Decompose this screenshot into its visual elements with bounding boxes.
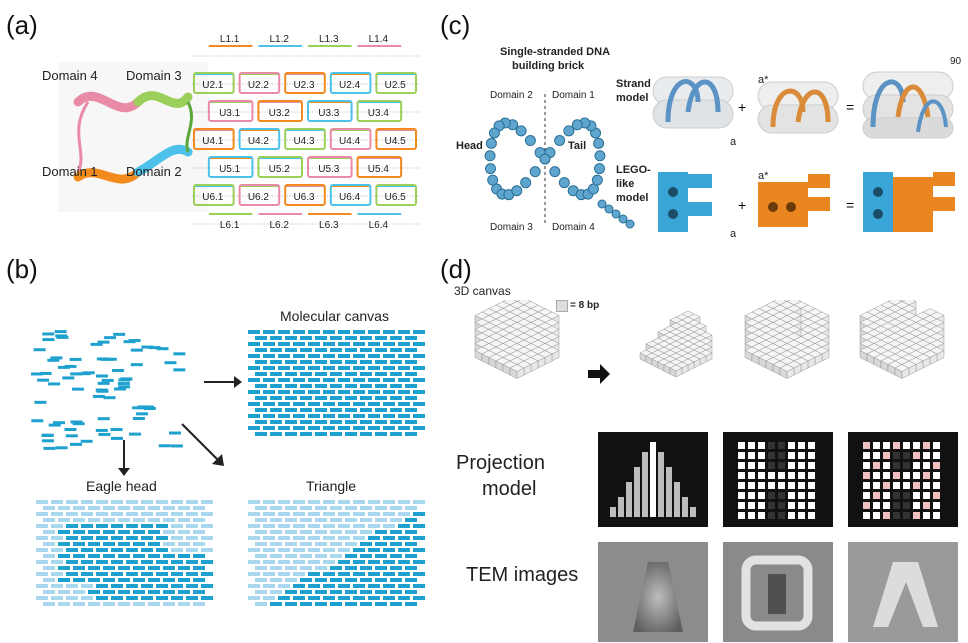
projection-models	[598, 432, 958, 527]
strand-label: L6.2	[269, 220, 289, 231]
strand-label: L6.1	[220, 220, 240, 231]
plus-sign-2: +	[738, 197, 746, 213]
3d-canvas-shapes	[474, 300, 945, 384]
tem-image-3	[848, 542, 958, 642]
brick-domain-2: Domain 2	[490, 90, 533, 101]
strand-label: U4.1	[202, 136, 224, 147]
strand-label: U5.1	[219, 164, 241, 175]
lego-model-label-2: like	[616, 178, 635, 190]
strand-and-lego-models: + = +	[652, 71, 955, 232]
strand-label: U2.4	[339, 80, 361, 91]
molecular-canvas	[248, 330, 425, 436]
tem-images	[598, 542, 958, 642]
equals-sign-2: =	[846, 197, 854, 213]
strand-label: U4.3	[293, 136, 315, 147]
strand-label: L1.4	[369, 34, 389, 45]
arrow-down	[118, 440, 130, 476]
tem-label: TEM images	[466, 564, 579, 586]
panel-a: Domain 4 Domain 3 Domain 1 Domain 2 L1.1…	[36, 32, 436, 242]
strand-model-a	[652, 76, 734, 129]
domain-1-label: Domain 1	[42, 164, 98, 179]
strand-label: L1.1	[220, 34, 240, 45]
panel-b-label: (b)	[6, 254, 38, 284]
domain-3-label: Domain 3	[126, 68, 182, 83]
strand-label: L6.3	[319, 220, 339, 231]
triangle-pattern	[248, 500, 425, 606]
strand-label: U4.4	[339, 136, 361, 147]
strand-model-label-2: model	[616, 92, 649, 104]
lego-model-label-1: LEGO-	[616, 164, 651, 176]
strand-label: U6.4	[339, 192, 361, 203]
tem-image-1	[598, 542, 708, 642]
strand-a-star-label: a*	[758, 74, 769, 86]
triangle-label: Triangle	[306, 478, 357, 494]
strand-label: U2.1	[202, 80, 224, 91]
random-bricks	[31, 330, 186, 450]
molecular-canvas-label: Molecular canvas	[280, 308, 389, 324]
strand-label: L1.2	[269, 34, 289, 45]
strand-label: U6.2	[248, 192, 270, 203]
strand-label: L6.4	[369, 220, 389, 231]
equals-sign-1: =	[846, 99, 854, 115]
lego-model-label-3: model	[616, 192, 649, 204]
strand-model-a-star	[757, 81, 839, 134]
brick-domain-4: Domain 4	[552, 222, 595, 233]
brick-tail-label: Tail	[568, 140, 587, 152]
lego-brick-orange	[758, 174, 830, 227]
projection-label-2: model	[482, 478, 537, 500]
strand-label: U3.2	[269, 108, 291, 119]
projection-label-1: Projection	[456, 452, 545, 474]
rotation-angle-label: 90	[950, 56, 962, 67]
strand-label: U2.3	[293, 80, 315, 91]
brick-strand-map: L1.1 L1.2 L1.3 L1.4U2.1 U2.2 U2.3 U2.4 U2.5U3.1…	[192, 34, 420, 231]
brick-domain-3: Domain 3	[490, 222, 533, 233]
strand-label: U2.5	[385, 80, 407, 91]
lego-a-label: a	[730, 228, 737, 240]
brick-title-line1: Single-stranded DNA	[500, 46, 611, 58]
arrow-diagonal	[181, 423, 224, 466]
lego-combined	[863, 172, 955, 232]
strand-label: U3.4	[368, 108, 390, 119]
strand-label: U6.3	[293, 192, 315, 203]
brick-domain-1: Domain 1	[552, 90, 595, 101]
eagle-head-pattern	[36, 500, 213, 606]
brick-title-line2: building brick	[512, 60, 585, 72]
domain-4-label: Domain 4	[42, 68, 98, 83]
eagle-head-label: Eagle head	[86, 478, 157, 494]
panel-c: Single-stranded DNA building brick Domai…	[440, 32, 968, 242]
panel-d: 3D canvas = 8 bp Projection model TEM im…	[440, 280, 968, 643]
strand-label: L1.3	[319, 34, 339, 45]
domain-2-label: Domain 2	[126, 164, 182, 179]
plus-sign-1: +	[738, 99, 746, 115]
panel-b: Molecular canvas Eagle head Triangle	[30, 300, 430, 620]
panel-a-label: (a)	[6, 10, 38, 40]
dna-brick-3d-illustration	[58, 62, 208, 212]
strand-label: U6.5	[385, 192, 407, 203]
strand-model-combined	[862, 71, 954, 139]
lego-a-star-label: a*	[758, 170, 769, 182]
strand-label: U5.2	[269, 164, 291, 175]
strand-a-label: a	[730, 136, 737, 148]
brick-bead-diagram	[484, 94, 635, 229]
strand-label: U5.4	[368, 164, 390, 175]
panel-c-label: (c)	[440, 10, 471, 40]
bp-label: = 8 bp	[570, 300, 600, 311]
strand-label: U5.3	[318, 164, 340, 175]
brick-head-label: Head	[456, 140, 483, 152]
panel-d-label: (d)	[440, 254, 472, 284]
strand-label: U4.5	[385, 136, 407, 147]
strand-label: U3.1	[219, 108, 241, 119]
strand-label: U2.2	[248, 80, 270, 91]
strand-label: U3.3	[318, 108, 340, 119]
lego-brick-blue	[658, 172, 712, 232]
strand-label: U6.1	[202, 192, 224, 203]
strand-model-label-1: Strand	[616, 78, 651, 90]
arrow-right	[204, 376, 242, 388]
canvas-label: 3D canvas	[454, 284, 511, 298]
tem-image-2	[723, 542, 833, 642]
strand-label: U4.2	[248, 136, 270, 147]
voxel-icon	[556, 300, 568, 312]
